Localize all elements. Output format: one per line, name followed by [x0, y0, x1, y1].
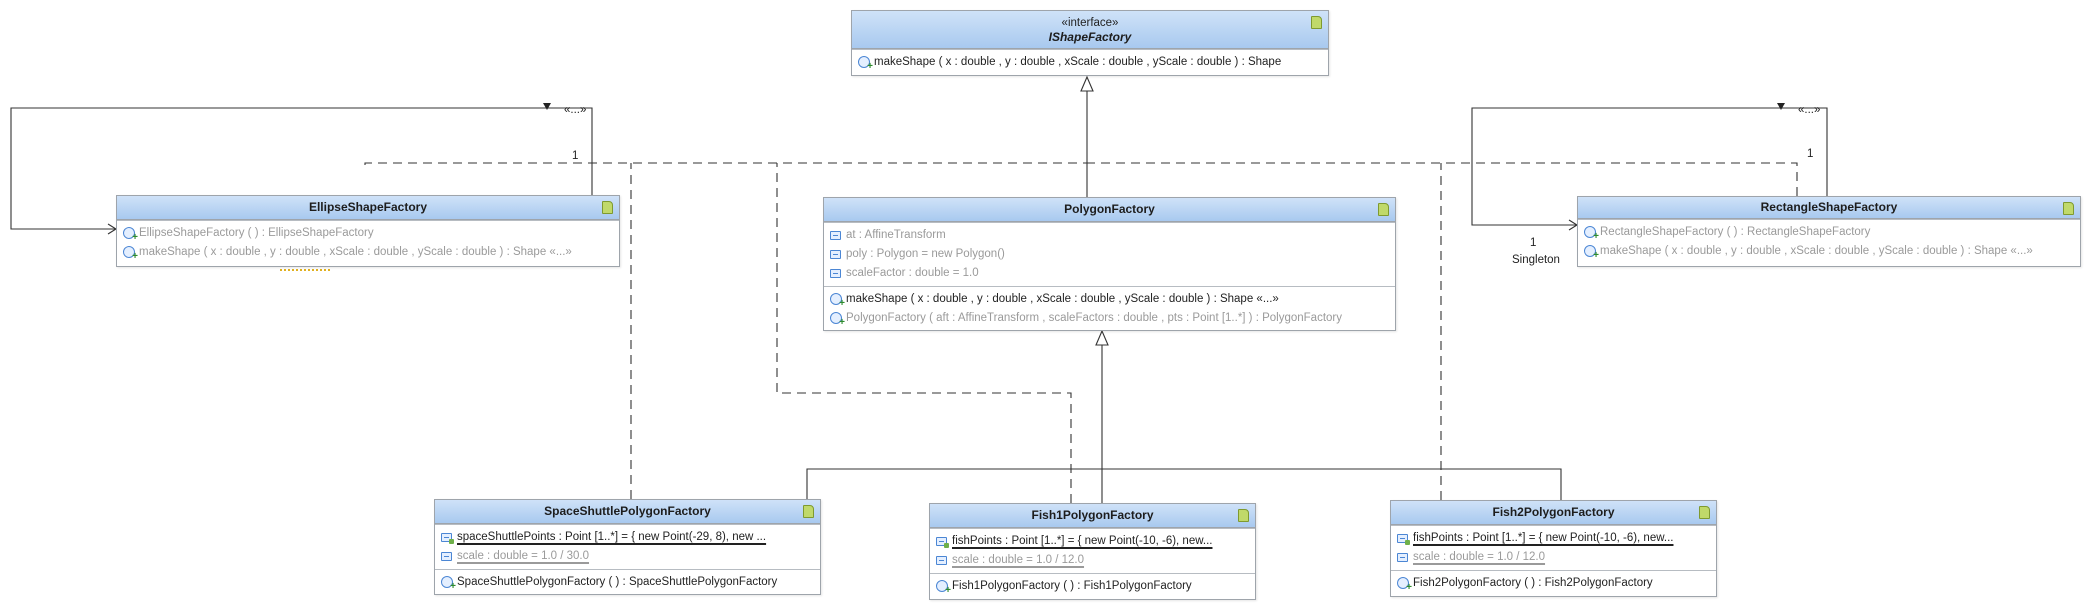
class-polygonfactory[interactable]: PolygonFactory at : AffineTransform poly…	[823, 197, 1396, 331]
operations-compartment: SpaceShuttlePolygonFactory ( ) : SpaceSh…	[435, 569, 820, 595]
attribute-icon	[1397, 553, 1408, 562]
attributes-compartment: at : AffineTransform poly : Polygon = ne…	[824, 222, 1395, 286]
operation[interactable]: makeShape ( x : double , y : double , xS…	[1578, 242, 2080, 261]
operation-icon	[1397, 577, 1412, 593]
ellipse-self-association-multiplicity: 1	[572, 150, 579, 162]
class-header: SpaceShuttlePolygonFactory	[435, 500, 820, 524]
file-icon	[1699, 506, 1710, 519]
attribute[interactable]: scaleFactor : double = 1.0	[824, 264, 1395, 283]
operation-icon	[830, 312, 845, 328]
operation[interactable]: makeShape ( x : double , y : double , xS…	[824, 290, 1395, 309]
file-icon	[602, 201, 613, 214]
class-header: Fish1PolygonFactory	[930, 504, 1255, 528]
attribute-icon	[936, 556, 947, 565]
file-icon	[2063, 202, 2074, 215]
operations-compartment: Fish1PolygonFactory ( ) : Fish1PolygonFa…	[930, 573, 1255, 599]
operation[interactable]: EllipseShapeFactory ( ) : EllipseShapeFa…	[117, 224, 619, 243]
generalization-arrowhead-polygon	[1095, 329, 1109, 346]
class-name: EllipseShapeFactory	[308, 200, 428, 214]
operation[interactable]: RectangleShapeFactory ( ) : RectangleSha…	[1578, 223, 2080, 242]
attribute-icon	[1397, 534, 1410, 545]
attribute-icon	[830, 231, 841, 240]
attribute[interactable]: fishPoints : Point [1..*] = { new Point(…	[930, 532, 1255, 551]
operation[interactable]: Fish2PolygonFactory ( ) : Fish2PolygonFa…	[1391, 574, 1716, 593]
rectangle-self-association-multiplicity-target: 1	[1530, 237, 1537, 249]
association-end-marker-ellipse	[543, 103, 551, 110]
class-name: RectangleShapeFactory	[1760, 200, 1898, 214]
realization-ellipse	[364, 162, 1087, 165]
operation[interactable]: Fish1PolygonFactory ( ) : Fish1PolygonFa…	[930, 577, 1255, 596]
attribute[interactable]: fishPoints : Point [1..*] = { new Point(…	[1391, 529, 1716, 548]
attribute[interactable]: scale : double = 1.0 / 12.0	[930, 551, 1255, 570]
operations-compartment: Fish2PolygonFactory ( ) : Fish2PolygonFa…	[1391, 570, 1716, 596]
class-header: Fish2PolygonFactory	[1391, 501, 1716, 525]
attributes-compartment: fishPoints : Point [1..*] = { new Point(…	[930, 528, 1255, 573]
file-icon	[1311, 16, 1322, 29]
operation[interactable]: PolygonFactory ( aft : AffineTransform ,…	[824, 309, 1395, 328]
class-rectangleshapefactory[interactable]: RectangleShapeFactory RectangleShapeFact…	[1577, 196, 2081, 267]
association-end-marker-rectangle	[1777, 103, 1785, 110]
operations-compartment: makeShape ( x : double , y : double , xS…	[824, 286, 1395, 331]
class-ellipseshapefactory[interactable]: EllipseShapeFactory EllipseShapeFactory …	[116, 195, 620, 267]
class-ishapefactory[interactable]: «interface» IShapeFactory makeShape ( x …	[851, 10, 1329, 76]
class-spaceshuttlepolygonfactory[interactable]: SpaceShuttlePolygonFactory spaceShuttleP…	[434, 499, 821, 595]
attribute-icon	[936, 537, 949, 548]
attribute-icon	[441, 533, 454, 544]
generalization-subclasses-to-polygon	[806, 342, 1562, 503]
class-name: PolygonFactory	[1064, 202, 1155, 216]
warning-marker	[280, 265, 330, 271]
operation-icon	[1584, 226, 1599, 242]
class-header: RectangleShapeFactory	[1578, 197, 2080, 219]
attributes-compartment: fishPoints : Point [1..*] = { new Point(…	[1391, 525, 1716, 570]
attribute-icon	[441, 552, 452, 561]
rectangle-self-association-multiplicity-source: 1	[1807, 148, 1814, 160]
operation-icon	[441, 576, 456, 592]
rectangle-self-association-stereotype: «...»	[1798, 104, 1821, 116]
operation-icon	[858, 56, 873, 72]
class-name: SpaceShuttlePolygonFactory	[544, 504, 711, 518]
generalization-arrowhead-interface	[1080, 75, 1094, 92]
realization-rectangle	[1087, 162, 1798, 196]
rectangle-self-association-role: Singleton	[1512, 254, 1560, 266]
realization-fish1	[776, 163, 1072, 503]
operation-icon	[830, 293, 845, 309]
class-name: Fish1PolygonFactory	[1031, 508, 1154, 522]
class-name: Fish2PolygonFactory	[1492, 505, 1615, 519]
class-stereotype: «interface»	[1061, 17, 1119, 29]
operation-icon	[936, 580, 951, 596]
class-header: EllipseShapeFactory	[117, 196, 619, 220]
file-icon	[803, 505, 814, 518]
operations-compartment: EllipseShapeFactory ( ) : EllipseShapeFa…	[117, 220, 619, 265]
attribute-icon	[830, 250, 841, 259]
attribute[interactable]: at : AffineTransform	[824, 226, 1395, 245]
class-name: IShapeFactory	[1048, 30, 1132, 44]
operations-compartment: RectangleShapeFactory ( ) : RectangleSha…	[1578, 219, 2080, 264]
operation[interactable]: makeShape ( x : double , y : double , xS…	[852, 53, 1328, 72]
operation-icon	[123, 246, 138, 262]
operation[interactable]: makeShape ( x : double , y : double , xS…	[117, 243, 619, 262]
operation-icon	[1584, 245, 1599, 261]
attribute[interactable]: scale : double = 1.0 / 30.0	[435, 547, 820, 566]
attributes-compartment: spaceShuttlePoints : Point [1..*] = { ne…	[435, 524, 820, 569]
operation[interactable]: SpaceShuttlePolygonFactory ( ) : SpaceSh…	[435, 573, 820, 592]
operations-compartment: makeShape ( x : double , y : double , xS…	[852, 49, 1328, 75]
attribute[interactable]: poly : Polygon = new Polygon()	[824, 245, 1395, 264]
attribute[interactable]: scale : double = 1.0 / 12.0	[1391, 548, 1716, 567]
ellipse-self-association-stereotype: «...»	[564, 104, 587, 116]
attribute[interactable]: spaceShuttlePoints : Point [1..*] = { ne…	[435, 528, 820, 547]
self-association-rectangle	[1471, 107, 1828, 226]
self-association-ellipse	[10, 107, 593, 230]
operation-icon	[123, 227, 138, 243]
class-fish1polygonfactory[interactable]: Fish1PolygonFactory fishPoints : Point […	[929, 503, 1256, 600]
file-icon	[1238, 509, 1249, 522]
class-header: «interface» IShapeFactory	[852, 11, 1328, 49]
class-fish2polygonfactory[interactable]: Fish2PolygonFactory fishPoints : Point […	[1390, 500, 1717, 597]
file-icon	[1378, 203, 1389, 216]
class-header: PolygonFactory	[824, 198, 1395, 222]
attribute-icon	[830, 269, 841, 278]
